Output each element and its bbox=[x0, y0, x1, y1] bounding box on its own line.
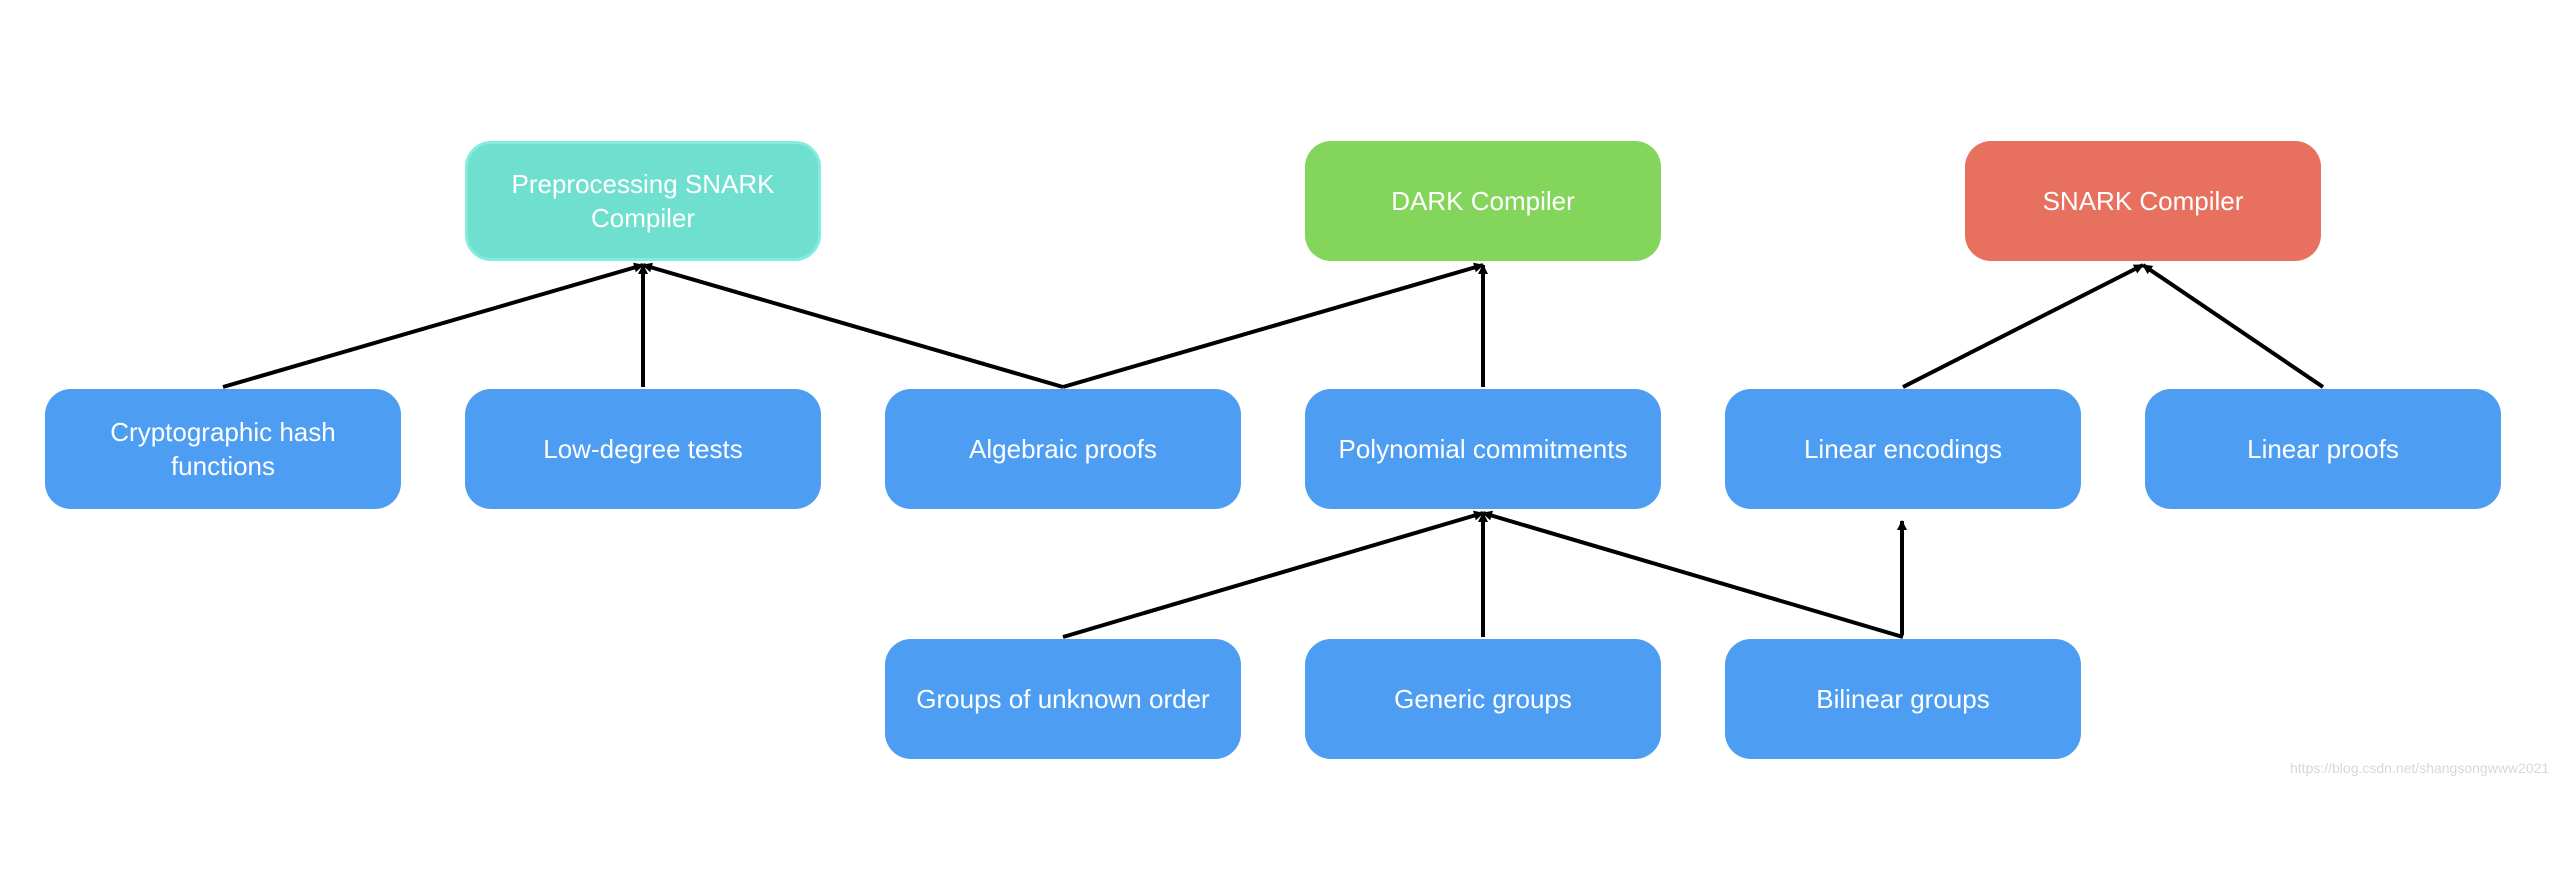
generic-groups-node[interactable]: Generic groups bbox=[1305, 639, 1661, 759]
edge-algebraic_proofs-to-dark_compiler bbox=[1062, 262, 1484, 389]
preprocessing-snark-compiler-node[interactable]: Preprocessing SNARK Compiler bbox=[465, 141, 821, 261]
dark-compiler-node[interactable]: DARK Compiler bbox=[1305, 141, 1661, 261]
snark-compiler-node[interactable]: SNARK Compiler bbox=[1965, 141, 2321, 261]
edge-algebraic_proofs-to-preprocessing_snark bbox=[642, 262, 1064, 389]
linear-proofs-node[interactable]: Linear proofs bbox=[2145, 389, 2501, 509]
edge-bilinear_groups-to-polynomial_commitments bbox=[1482, 510, 1904, 639]
edge-linear_proofs-to-snark_compiler bbox=[2141, 263, 2325, 389]
edge-groups_unknown_order-to-polynomial_commitments bbox=[1062, 510, 1484, 639]
edge-linear_encodings-to-snark_compiler bbox=[1902, 263, 2144, 389]
linear-encodings-node[interactable]: Linear encodings bbox=[1725, 389, 2081, 509]
watermark-text: https://blog.csdn.net/shangsongwww2021 bbox=[2290, 760, 2549, 776]
cryptographic-hash-functions-node[interactable]: Cryptographic hash functions bbox=[45, 389, 401, 509]
polynomial-commitments-node[interactable]: Polynomial commitments bbox=[1305, 389, 1661, 509]
edge-crypto_hash-to-preprocessing_snark bbox=[222, 262, 644, 389]
low-degree-tests-node[interactable]: Low-degree tests bbox=[465, 389, 821, 509]
bilinear-groups-node[interactable]: Bilinear groups bbox=[1725, 639, 2081, 759]
groups-of-unknown-order-node[interactable]: Groups of unknown order bbox=[885, 639, 1241, 759]
algebraic-proofs-node[interactable]: Algebraic proofs bbox=[885, 389, 1241, 509]
